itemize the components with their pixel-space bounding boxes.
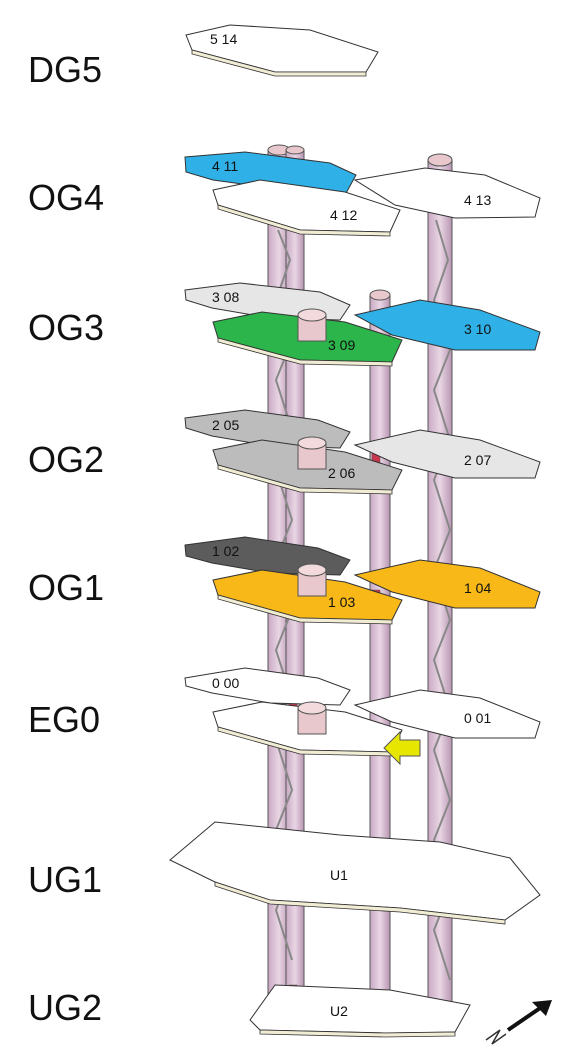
room-slab-ug2-edge: [259, 1029, 456, 1038]
room-slab-207: [353, 429, 541, 479]
room-label-102: 1 02: [212, 543, 239, 559]
room-label-411: 4 11: [212, 158, 238, 174]
floor-og1: [184, 536, 541, 625]
room-slab-103-edge: [217, 594, 393, 625]
room-label-309: 3 09: [328, 337, 355, 353]
level-label-og3: OG3: [28, 307, 104, 348]
room-label-413: 4 13: [464, 192, 491, 208]
room-slab-309-edge: [217, 337, 393, 367]
room-slab-310: [353, 299, 541, 351]
cylinder-eg0-top: [297, 701, 327, 715]
pillar-left-front-top: [285, 145, 305, 155]
room-slab-000: [184, 667, 351, 706]
level-label-og4: OG4: [28, 177, 104, 218]
cylinder-og2-top: [297, 436, 327, 450]
room-slab-514-edge: [191, 49, 367, 77]
room-slab-104: [353, 559, 541, 609]
pillar-right-top: [427, 153, 453, 167]
floor-og4: [184, 151, 541, 237]
room-label-u2: U2: [330, 1003, 348, 1019]
level-label-og2: OG2: [28, 439, 104, 480]
room-label-205: 2 05: [212, 417, 239, 433]
room-labels: 5 14 4 11 4 12 4 13 3 08 3 09 3 10 2 05 …: [210, 31, 491, 1019]
level-label-ug2: UG2: [28, 987, 102, 1028]
pillar-middle: [369, 294, 391, 1026]
floor-ug2: [249, 984, 471, 1038]
level-label-dg5: DG5: [28, 49, 102, 90]
room-label-104: 1 04: [464, 580, 491, 596]
level-labels: DG5 OG4 OG3 OG2 OG1 EG0 UG1 UG2: [28, 49, 104, 1028]
room-slab-001: [353, 689, 541, 739]
floor-ug1: [169, 821, 541, 925]
room-label-207: 2 07: [464, 452, 491, 468]
room-label-000: 0 00: [212, 675, 239, 691]
room-slab-413: [353, 167, 541, 219]
floor-dg5: [185, 24, 379, 77]
room-label-103: 1 03: [328, 594, 355, 610]
room-label-308: 3 08: [212, 289, 239, 305]
room-label-514: 5 14: [210, 31, 237, 47]
room-slab-ug1-edge: [214, 881, 506, 925]
room-label-001: 0 01: [464, 710, 491, 726]
floor-og2: [184, 409, 541, 495]
level-label-eg0: EG0: [28, 699, 100, 740]
room-label-412: 4 12: [330, 207, 357, 223]
room-label-u1: U1: [330, 867, 348, 883]
room-label-310: 3 10: [464, 321, 491, 337]
level-label-ug1: UG1: [28, 859, 102, 900]
north-arrow-icon: [485, 1000, 552, 1045]
cylinder-og3-top: [297, 308, 327, 322]
room-slab-206-edge: [217, 464, 393, 495]
floor-og3: [184, 282, 541, 367]
floor-eg0: [184, 667, 541, 766]
entrance-arrow-icon: [383, 730, 421, 766]
level-label-og1: OG1: [28, 567, 104, 608]
room-slab-412-edge: [217, 204, 391, 237]
cylinder-og1-top: [297, 563, 327, 577]
room-label-206: 2 06: [328, 465, 355, 481]
pillar-middle-top: [369, 289, 391, 301]
